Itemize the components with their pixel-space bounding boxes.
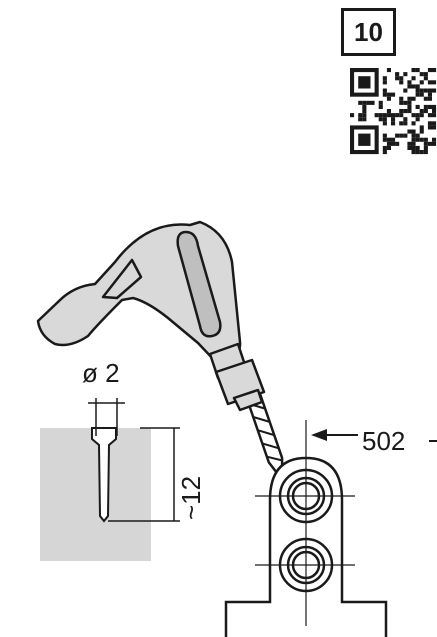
part-pointer-arrow xyxy=(311,429,437,442)
drill-chuck-tip xyxy=(232,388,264,412)
drill-vent xyxy=(176,230,222,338)
step-number: 10 xyxy=(354,16,383,47)
qr-code-icon[interactable] xyxy=(350,68,437,155)
diameter-label: ø 2 xyxy=(82,358,120,388)
drill-trigger xyxy=(101,258,143,300)
dimension-lines xyxy=(88,398,180,522)
step-number-box: 10 xyxy=(341,8,396,56)
part-number-label: 502 xyxy=(362,426,406,456)
center-lines xyxy=(255,420,355,626)
wood-block-section xyxy=(40,427,151,561)
depth-label: ~12 xyxy=(176,475,206,520)
drill-icon xyxy=(36,220,284,477)
